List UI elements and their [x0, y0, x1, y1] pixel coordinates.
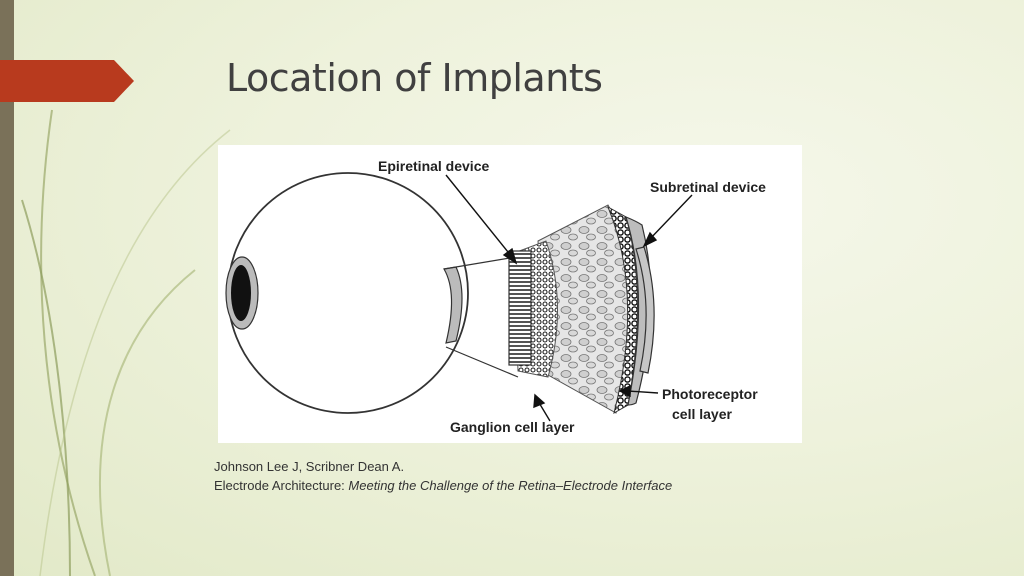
subretinal-device — [635, 246, 655, 374]
label-arrows — [445, 174, 693, 422]
eye-pupil — [231, 265, 251, 321]
layer-photoreceptor — [606, 205, 638, 415]
citation-title: Meeting the Challenge of the Retina–Elec… — [348, 478, 673, 493]
eye-implant-diagram: Epiretinal device Subretinal device Phot… — [218, 145, 802, 443]
sidebar-strip — [0, 0, 14, 576]
label-ganglion: Ganglion cell layer — [450, 419, 575, 435]
slide-title: Location of Implants — [226, 56, 603, 100]
epiretinal-device — [508, 250, 532, 366]
title-accent-arrow — [0, 60, 134, 102]
citation-authors: Johnson Lee J, Scribner Dean A. — [214, 459, 405, 474]
eyeball-outline — [227, 172, 469, 414]
citation-prefix: Electrode Architecture: — [214, 478, 349, 493]
label-photoreceptor-1: Photoreceptor — [662, 386, 758, 402]
retina-patch — [443, 266, 463, 344]
citation: Johnson Lee J, Scribner Dean A. Electrod… — [214, 457, 672, 495]
label-subretinal: Subretinal device — [650, 179, 766, 195]
citation-work: Electrode Architecture: Meeting the Chal… — [214, 476, 672, 495]
label-photoreceptor-2: cell layer — [672, 406, 732, 422]
decorative-curves — [21, 109, 231, 576]
label-epiretinal: Epiretinal device — [378, 158, 489, 174]
